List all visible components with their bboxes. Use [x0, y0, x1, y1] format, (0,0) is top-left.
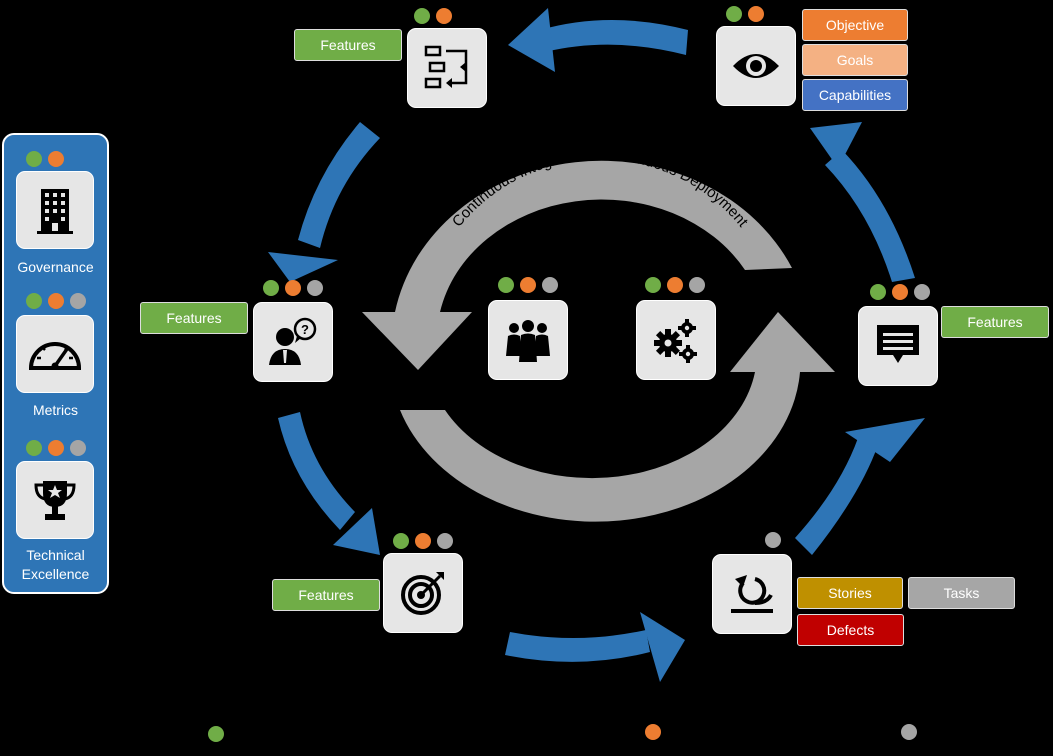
- orange-dot: [520, 277, 536, 293]
- iteration-status-dots: [765, 532, 781, 548]
- backlog-node[interactable]: [407, 28, 487, 108]
- green-dot: [645, 277, 661, 293]
- target-status-dots: [393, 533, 453, 549]
- vision-node[interactable]: [716, 26, 796, 106]
- orange-dot: [48, 151, 64, 167]
- building-icon: [37, 189, 73, 234]
- cicd-gray-arrow: [362, 160, 792, 370]
- green-dot: [393, 533, 409, 549]
- metrics-label: Metrics: [32, 402, 79, 418]
- metrics-status-dots: [26, 293, 86, 309]
- orange-dot: [48, 440, 64, 456]
- legend-orange-dot: [645, 724, 661, 740]
- team-icon: [506, 320, 550, 362]
- gray-dot: [914, 284, 930, 300]
- orange-dot: [436, 8, 452, 24]
- orange-dot: [285, 280, 301, 296]
- consultation-features-tag: Features: [140, 302, 248, 334]
- eye-icon: [733, 54, 779, 78]
- orange-dot: [667, 277, 683, 293]
- team-status-dots: [498, 277, 558, 293]
- technical-excellence-label: Technical Excellence: [21, 547, 90, 582]
- orange-dot: [748, 6, 764, 22]
- svg-text:?: ?: [301, 322, 309, 337]
- green-dot: [870, 284, 886, 300]
- feedback-node[interactable]: [858, 306, 938, 386]
- tasks-tag: Tasks: [908, 577, 1015, 609]
- goals-tag: Goals: [802, 44, 908, 76]
- orange-dot: [892, 284, 908, 300]
- target-features-tag: Features: [272, 579, 380, 611]
- gears-icon: [654, 319, 697, 363]
- technical-excellence-node[interactable]: [16, 461, 94, 539]
- defects-tag: Defects: [797, 614, 904, 646]
- blue-flow-arrows: [268, 8, 925, 682]
- arrow-target-to-iteration: [505, 612, 685, 682]
- green-dot: [414, 8, 430, 24]
- automation-node[interactable]: [636, 300, 716, 380]
- legend-green-dot: [208, 726, 224, 742]
- green-dot: [263, 280, 279, 296]
- capabilities-tag: Capabilities: [802, 79, 908, 111]
- stories-tag: Stories: [797, 577, 903, 609]
- gray-dot: [307, 280, 323, 296]
- gray-dot: [70, 440, 86, 456]
- gray-dot: [70, 293, 86, 309]
- consultation-node[interactable]: ?: [253, 302, 333, 382]
- target-node[interactable]: [383, 553, 463, 633]
- target-icon: [401, 572, 444, 615]
- delivery-pipeline-gray-arrow: [400, 312, 835, 522]
- trophy-icon: [34, 481, 76, 520]
- legend-gray-dot: [901, 724, 917, 740]
- backlog-features-tag: Features: [294, 29, 402, 61]
- orange-dot: [48, 293, 64, 309]
- green-dot: [726, 6, 742, 22]
- gray-dot: [765, 532, 781, 548]
- iteration-node[interactable]: [712, 554, 792, 634]
- gray-dot: [542, 277, 558, 293]
- gray-dot: [689, 277, 705, 293]
- objective-tag: Objective: [802, 9, 908, 41]
- sidebar-panel: Governance Metrics: [2, 133, 109, 594]
- loop-icon: [731, 575, 773, 613]
- arrow-iteration-to-feedback: [795, 418, 925, 555]
- backlog-list-icon: [424, 45, 468, 89]
- green-dot: [26, 151, 42, 167]
- speedometer-icon: [28, 342, 82, 370]
- team-node[interactable]: [488, 300, 568, 380]
- green-dot: [26, 440, 42, 456]
- governance-label: Governance: [17, 259, 94, 275]
- gray-dot: [437, 533, 453, 549]
- green-dot: [26, 293, 42, 309]
- automation-status-dots: [645, 277, 705, 293]
- message-box-icon: [877, 325, 919, 363]
- orange-dot: [415, 533, 431, 549]
- governance-node[interactable]: [16, 171, 94, 249]
- metrics-node[interactable]: [16, 315, 94, 393]
- feedback-status-dots: [870, 284, 930, 300]
- backlog-status-dots: [414, 8, 452, 24]
- arrow-backlog-to-consultation: [268, 122, 380, 282]
- technical-excellence-status-dots: [26, 440, 86, 456]
- arrow-feedback-to-vision: [810, 122, 915, 282]
- consultation-status-dots: [263, 280, 323, 296]
- person-question-icon: ?: [269, 317, 317, 365]
- arrow-vision-to-backlog: [508, 8, 688, 72]
- arrow-consultation-to-target: [278, 412, 380, 555]
- green-dot: [498, 277, 514, 293]
- feedback-features-tag: Features: [941, 306, 1049, 338]
- governance-status-dots: [26, 151, 64, 167]
- vision-status-dots: [726, 6, 764, 22]
